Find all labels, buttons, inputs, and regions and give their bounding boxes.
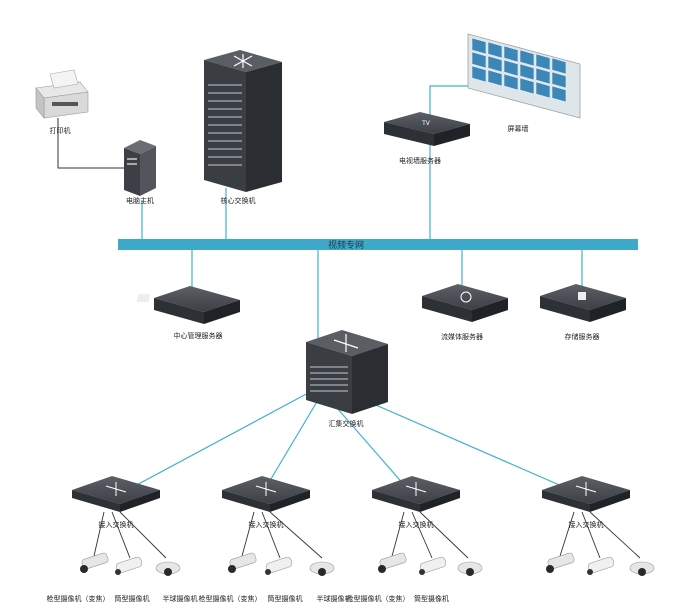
pc-label: 电脑主机 <box>126 196 154 205</box>
printer-label: 打印机 <box>50 126 71 135</box>
bullet-camera-icon <box>80 552 109 573</box>
camera-links <box>93 511 641 559</box>
aggregation-switch-label: 汇集交换机 <box>329 419 364 428</box>
link-agg-access-2 <box>261 399 319 495</box>
access-switch-label-2: 接入交换机 <box>249 520 284 529</box>
core-switch-rack-icon <box>204 50 282 192</box>
link-agg-access-1 <box>119 391 311 495</box>
access-switch-label-1: 接入交换机 <box>99 520 134 529</box>
stream-media-server-icon <box>422 284 508 322</box>
dome-camera-icon <box>629 561 655 576</box>
camera-label-7: 枪型摄像机（变焦） <box>347 594 410 603</box>
dome-camera-icon <box>457 561 483 576</box>
management-server-icon <box>136 286 240 324</box>
access-switch-4 <box>542 476 630 512</box>
link-agg-access-4 <box>345 391 581 495</box>
tube-camera-icon <box>587 556 615 575</box>
core-switch-label: 核心交换机 <box>221 196 256 205</box>
tv-wall-server-icon: TV <box>384 112 470 146</box>
printer-icon <box>35 69 89 119</box>
storage-server-label: 存储服务器 <box>565 332 600 341</box>
tv-wall-server-label: 电视墙服务器 <box>399 156 441 165</box>
tube-camera-icon <box>265 556 293 575</box>
management-server-label: 中心管理服务器 <box>174 331 223 340</box>
pc-tower-icon <box>124 140 156 196</box>
camera-label-1: 枪型摄像机（变焦） <box>47 594 110 603</box>
screen-wall-icon <box>467 33 581 119</box>
bullet-camera-icon <box>546 552 575 573</box>
camera-label-8: 筒型摄像机 <box>414 594 449 603</box>
tube-camera-icon <box>419 556 447 575</box>
bus-label: 视频专网 <box>328 239 364 251</box>
camera-label-3: 半球摄像机 <box>163 594 198 603</box>
access-switch-label-3: 接入交换机 <box>399 520 434 529</box>
link-tv-screenwall <box>429 85 480 124</box>
bullet-camera-icon <box>378 552 407 573</box>
access-switch-1 <box>72 476 160 512</box>
dome-camera-icon <box>309 561 335 576</box>
link-printer-pc <box>57 118 128 169</box>
storage-server-icon <box>540 284 626 322</box>
camera-label-4: 枪型摄像机（变焦） <box>199 594 262 603</box>
camera-label-6: 半球摄像机 <box>317 594 352 603</box>
stream-media-server-label: 流媒体服务器 <box>441 332 483 341</box>
camera-label-2: 筒型摄像机 <box>115 594 150 603</box>
tube-camera-icon <box>115 556 143 575</box>
access-switch-label-4: 接入交换机 <box>569 520 604 529</box>
screen-wall-label: 屏幕墙 <box>508 124 529 133</box>
camera-label-5: 筒型摄像机 <box>268 594 303 603</box>
access-switch-2 <box>222 476 310 512</box>
video-network-bus <box>118 239 638 250</box>
cameras <box>80 552 655 576</box>
dome-camera-icon <box>155 561 181 576</box>
bullet-camera-icon <box>228 552 257 573</box>
svg-text:TV: TV <box>421 120 431 127</box>
access-switch-3 <box>372 476 460 512</box>
links <box>57 85 583 495</box>
aggregation-switch-icon <box>306 330 388 414</box>
link-agg-access-3 <box>329 399 413 495</box>
